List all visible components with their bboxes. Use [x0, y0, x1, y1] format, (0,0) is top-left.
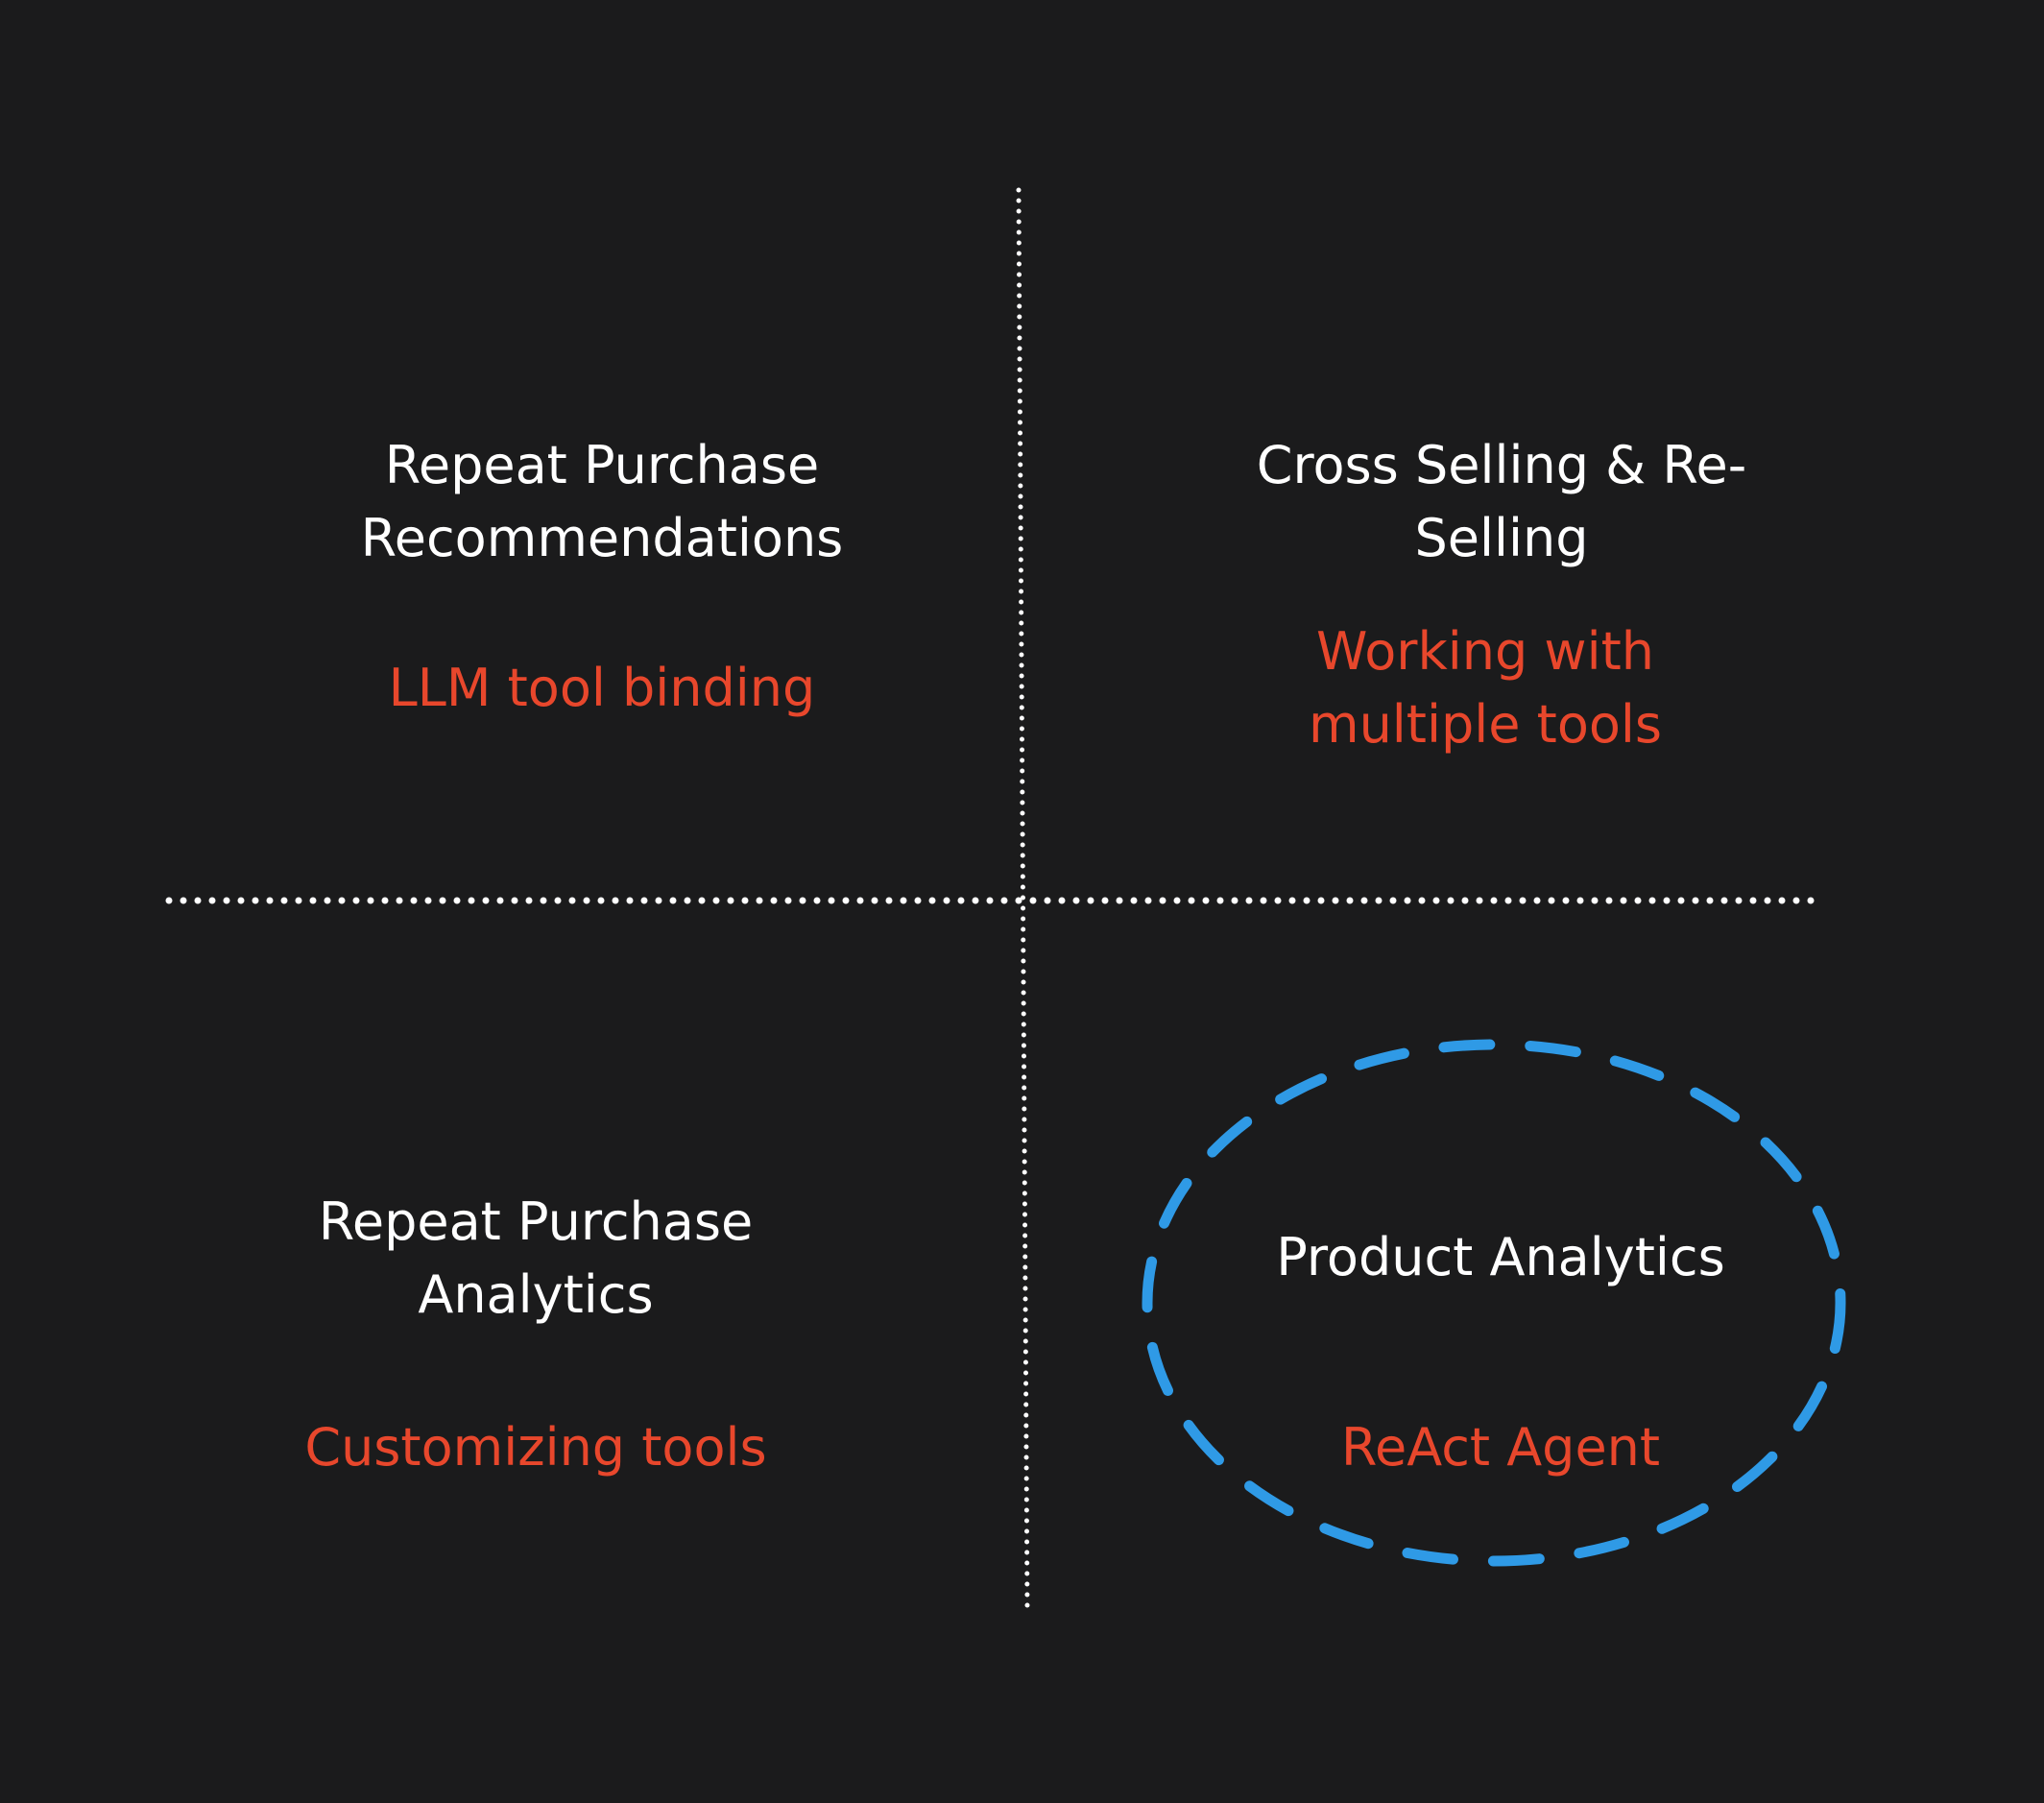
bottom-right-title-line: Product Analytics	[1276, 1227, 1725, 1287]
top-right-title: Cross Selling & Re- Selling	[1257, 429, 1746, 575]
top-right-title-line: Cross Selling & Re-	[1256, 435, 1747, 495]
top-left-subtitle-line: LLM tool binding	[388, 658, 816, 718]
top-right-subtitle: Working with multiple tools	[1309, 615, 1662, 761]
bottom-left-subtitle: Customizing tools	[304, 1411, 766, 1484]
top-left-title: Repeat Purchase Recommendations	[361, 429, 844, 575]
top-right-title-line: Selling	[1414, 508, 1589, 568]
top-left-subtitle: LLM tool binding	[389, 652, 816, 725]
bottom-right-title: Product Analytics	[1276, 1221, 1724, 1294]
bottom-left-subtitle-line: Customizing tools	[304, 1417, 767, 1478]
bottom-left-title-line: Analytics	[418, 1264, 654, 1325]
bottom-right-subtitle-line: ReAct Agent	[1340, 1417, 1661, 1478]
top-right-subtitle-line: multiple tools	[1308, 694, 1663, 755]
top-right-subtitle-line: Working with	[1316, 621, 1654, 682]
bottom-left-title-line: Repeat Purchase	[318, 1191, 754, 1252]
vertical-divider	[1016, 187, 1030, 1611]
top-left-title-line: Recommendations	[360, 508, 844, 568]
focus-ellipse	[1142, 1039, 1846, 1567]
top-left-title-line: Repeat Purchase	[384, 435, 820, 495]
bottom-left-title: Repeat Purchase Analytics	[319, 1186, 753, 1332]
bottom-right-subtitle: ReAct Agent	[1341, 1411, 1660, 1484]
